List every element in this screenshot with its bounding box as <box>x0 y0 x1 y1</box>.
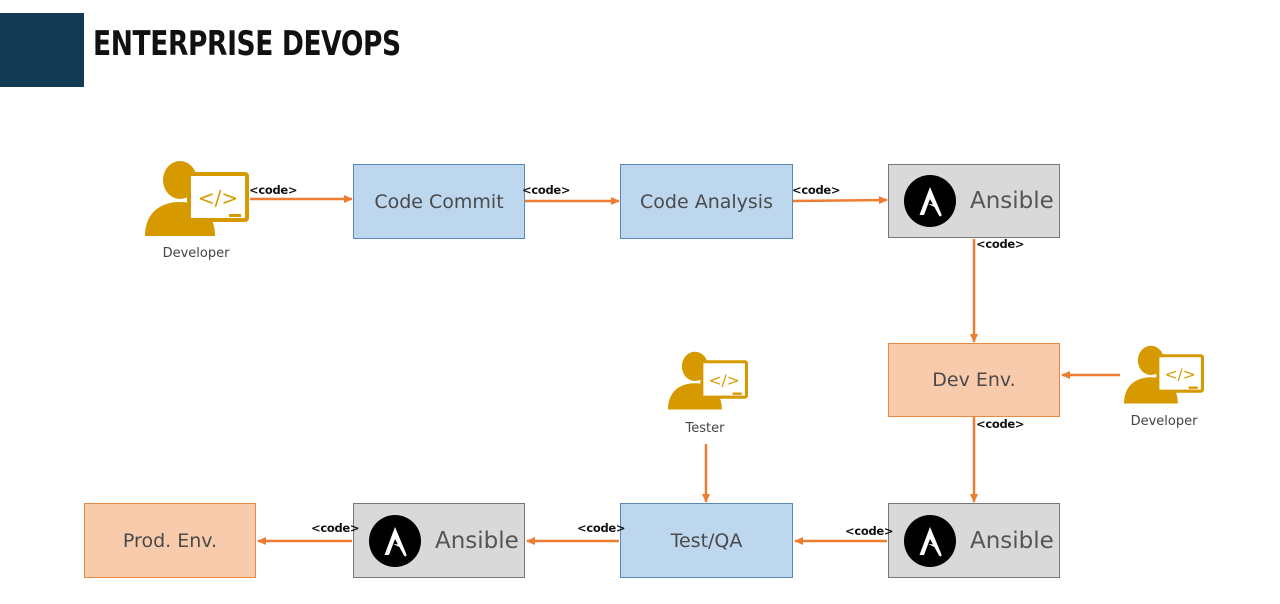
edge-label-dev-ansible: <code> <box>976 417 1025 431</box>
code-commit-label: Code Commit <box>374 190 504 213</box>
ansible-label: Ansible <box>435 527 519 554</box>
ansible-logo-icon <box>904 175 956 227</box>
ansible-logo-icon <box>369 514 421 567</box>
edge-label-ansible-prod: <code> <box>311 521 360 535</box>
code-analysis-box: Code Analysis <box>620 164 793 239</box>
tester-icon: </> <box>668 351 748 410</box>
code-analysis-label: Code Analysis <box>640 190 773 213</box>
edge-label-ansible-dev: <code> <box>976 237 1025 251</box>
test-qa-label: Test/QA <box>670 529 743 552</box>
svg-text:</>: </> <box>198 186 238 210</box>
ansible-box-bottom-right: Ansible <box>888 503 1060 578</box>
arrow-analysis-to-ansible <box>792 196 888 205</box>
code-commit-box: Code Commit <box>353 164 525 239</box>
test-qa-box: Test/QA <box>620 503 793 578</box>
developer-icon: </> <box>145 161 249 236</box>
ansible-logo-icon <box>904 514 956 567</box>
header-accent-block <box>0 13 84 87</box>
dev-env-box: Dev Env. <box>888 343 1060 417</box>
prod-env-label: Prod. Env. <box>122 529 218 552</box>
ansible-box-top: Ansible <box>888 164 1060 238</box>
edge-label-test-ansible: <code> <box>577 521 626 535</box>
developer-icon: </> <box>1124 345 1204 404</box>
developer-label-left: Developer <box>162 246 230 261</box>
edge-label-analysis-ansible: <code> <box>792 183 841 197</box>
page-title: ENTERPRISE DEVOPS <box>93 24 401 64</box>
tester-label: Tester <box>685 421 725 436</box>
svg-text:</>: </> <box>1165 366 1196 384</box>
ansible-box-bottom-left: Ansible <box>353 503 525 578</box>
ansible-label: Ansible <box>970 527 1054 554</box>
edge-label-ansible-test: <code> <box>845 524 894 538</box>
edge-label-commit-analysis: <code> <box>522 183 571 197</box>
ansible-label: Ansible <box>970 188 1054 214</box>
edge-label-developer-commit: <code> <box>249 183 298 197</box>
developer-label-right: Developer <box>1130 414 1198 429</box>
svg-text:</>: </> <box>709 372 740 390</box>
dev-env-label: Dev Env. <box>932 369 1016 391</box>
prod-env-box: Prod. Env. <box>84 503 256 578</box>
